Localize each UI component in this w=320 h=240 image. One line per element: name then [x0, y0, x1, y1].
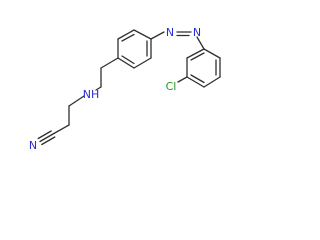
- chlorine-label: Cl: [166, 80, 177, 93]
- aminomethyl-linker: [95, 57, 119, 91]
- propanenitrile-chain: [37, 95, 85, 146]
- structure-diagram: N N NH N Cl: [29, 26, 221, 152]
- benzene-ring-upper: [117, 29, 152, 69]
- nitrogen-label-azo-1: N: [166, 26, 174, 39]
- amine-nh-label: NH: [83, 88, 100, 101]
- nitrile-nitrogen-label: N: [29, 139, 37, 152]
- nitrogen-label-azo-2: N: [193, 26, 201, 39]
- azo-linkage: [150, 31, 205, 50]
- benzene-ring-lower: [177, 48, 221, 88]
